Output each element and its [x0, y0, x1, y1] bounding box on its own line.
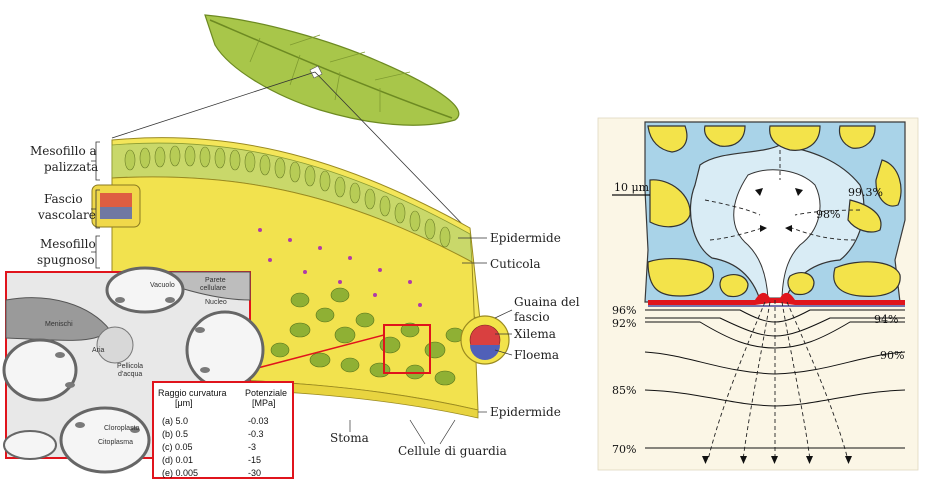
bottom-labels: Stoma Cellule di guardia [330, 420, 507, 458]
inset-label-citoplasma: Citoplasma [98, 439, 133, 446]
table-row-4-potential: -15 [248, 455, 261, 465]
humidity-98: 98% [816, 208, 840, 221]
left-labels: Mesofillo a palizzata Fascio vascolare M… [30, 142, 100, 268]
label-floema: Floema [514, 348, 559, 362]
label-epidermide-top: Epidermide [490, 231, 561, 245]
label-cuticola: Cuticola [490, 257, 541, 271]
curvature-table: Raggio curvatura [μm] Potenziale [MPa] (… [153, 382, 293, 478]
label-guaina-1: Guaina del [514, 295, 580, 309]
label-mesofillo-spugnoso-2: spugnoso [37, 253, 95, 267]
table-row-1-radius: (a) 5.0 [162, 416, 188, 426]
inset-label-nucleo: Nucleo [205, 299, 227, 306]
inset-label-menischi: Menischi [45, 321, 73, 328]
label-stoma: Stoma [330, 431, 369, 445]
table-row-4-radius: (d) 0.01 [162, 455, 193, 465]
label-guaina-2: fascio [514, 310, 550, 324]
table-row-1-potential: -0.03 [248, 416, 269, 426]
table-row-3-radius: (c) 0.05 [162, 442, 193, 452]
inset-label-parete-1: Parete [205, 277, 226, 284]
table-header-potential-2: [MPa] [252, 398, 276, 408]
inset-label-parete-2: cellulare [200, 285, 226, 292]
table-row-3-potential: -3 [248, 442, 256, 452]
humidity-90: 90% [880, 349, 904, 362]
label-fascio-vascolare-2: vascolare [37, 208, 96, 222]
stomata-diagram: 10 μm 99.3% 98% 96% 92% 94% 90% 85% 70% [598, 118, 918, 470]
label-xilema: Xilema [514, 327, 556, 341]
table-row-2-potential: -0.3 [248, 429, 264, 439]
table-header-radius-2: [μm] [175, 398, 193, 408]
label-mesofillo-palizzata-2: palizzata [44, 160, 98, 174]
table-row-5-radius: (e) 0.005 [162, 468, 198, 478]
humidity-99-3: 99.3% [848, 186, 883, 199]
inset-label-vacuolo: Vacuolo [150, 282, 175, 289]
humidity-94: 94% [874, 313, 898, 326]
table-row-5-potential: -30 [248, 468, 261, 478]
inset-label-aria: Aria [92, 347, 105, 354]
table-header-potential-1: Potenziale [245, 388, 287, 398]
humidity-92: 92% [612, 317, 636, 330]
humidity-85: 85% [612, 384, 636, 397]
inset-label-pellicola-2: d'acqua [118, 371, 142, 378]
table-row-2-radius: (b) 0.5 [162, 429, 188, 439]
inset-label-pellicola-1: Pellicola [117, 363, 143, 370]
label-mesofillo-palizzata-1: Mesofillo a [30, 144, 97, 158]
scale-label: 10 μm [614, 181, 650, 194]
humidity-70: 70% [612, 443, 636, 456]
label-fascio-vascolare-1: Fascio [44, 192, 83, 206]
label-cellule-guardia: Cellule di guardia [398, 444, 507, 458]
humidity-96: 96% [612, 304, 636, 317]
table-header-radius-1: Raggio curvatura [158, 388, 227, 398]
inset-label-cloroplasto: Cloroplasto [104, 425, 140, 432]
label-mesofillo-spugnoso-1: Mesofillo [40, 237, 96, 251]
label-epidermide-bottom: Epidermide [490, 405, 561, 419]
